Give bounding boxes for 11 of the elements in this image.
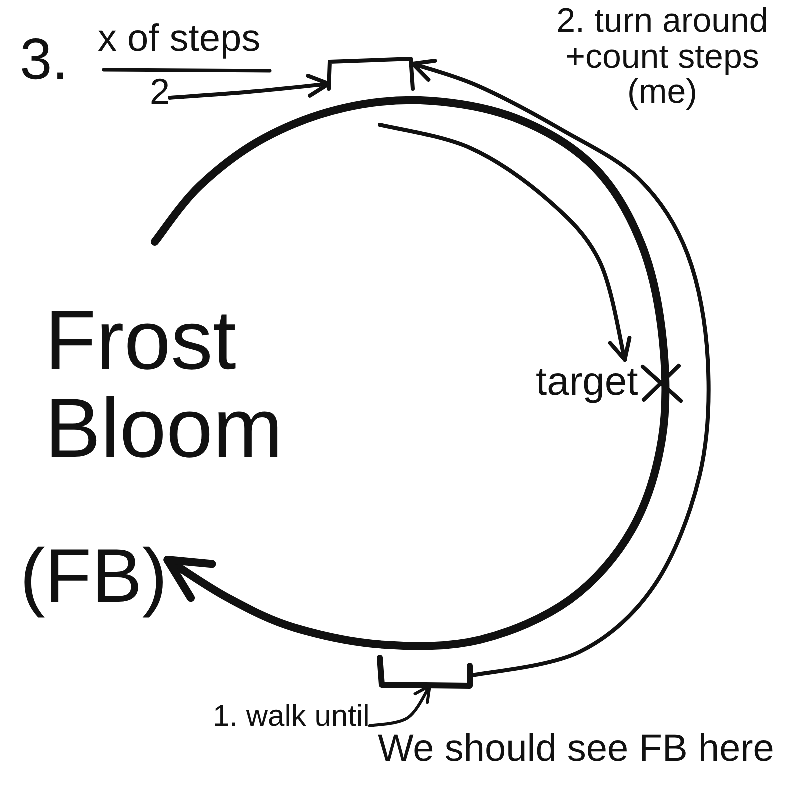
circular-arrow <box>151 96 670 650</box>
abbreviation-label: (FB) <box>20 534 168 620</box>
instruction-text: 1. walk until <box>213 700 370 734</box>
curved-arrow <box>378 123 632 362</box>
place-name: Frost Bloom <box>45 296 284 472</box>
curved-arrow <box>411 58 711 678</box>
target-label: target <box>536 360 638 405</box>
note-text: We should see FB here <box>378 728 774 771</box>
denominator-text: 2 <box>150 72 170 112</box>
step-number: 3. <box>20 28 68 93</box>
numerator-text: x of steps <box>98 18 261 61</box>
